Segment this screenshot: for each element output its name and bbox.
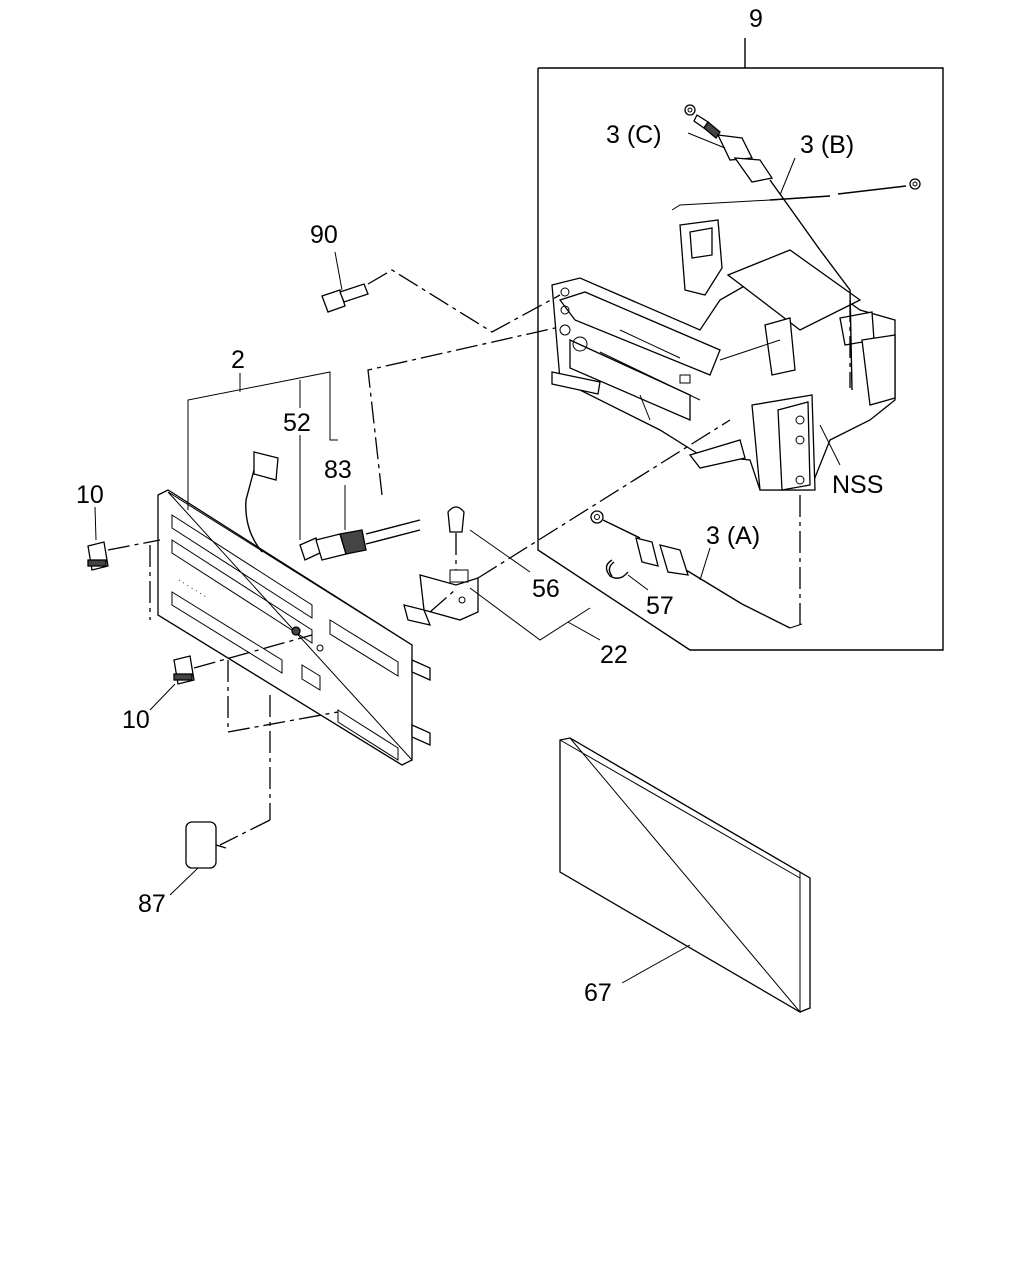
cable-3c-3b [671,104,921,391]
callout-10-lower: 10 [122,706,150,734]
callout-3b: 3 (B) [800,131,854,159]
knob-10-upper [87,541,109,571]
callout-10-upper: 10 [76,481,104,509]
bolt-90 [321,283,369,313]
cable-3a [590,510,803,629]
callout-90: 90 [310,221,338,249]
callout-83: 83 [324,456,352,484]
lamp-52-harness-83 [245,451,421,561]
callout-67: 67 [584,979,612,1007]
callout-57: 57 [646,592,674,620]
panel-67 [559,737,811,1014]
control-mechanism [551,219,896,491]
callout-87: 87 [138,890,166,918]
assembly-9-box [537,38,944,651]
callout-3a: 3 (A) [706,522,760,550]
bulb-56 [447,506,465,533]
callout-22: 22 [600,641,628,669]
callout-nss: NSS [832,471,883,499]
callout-56: 56 [532,575,560,603]
switch-22 [403,569,479,626]
callout-3c: 3 (C) [606,121,662,149]
assembly-centerlines [107,269,851,846]
leader-lines [94,132,841,984]
knob-10-lower [173,655,195,685]
callout-52: 52 [283,409,311,437]
callout-9: 9 [749,5,763,33]
control-panel-2: . . . . . . . [157,489,431,766]
cap-87 [185,821,227,869]
callout-labels: 9 3 (C) 3 (B) 90 2 52 83 10 NSS 3 (A) 56… [76,5,883,1007]
clip-57 [608,561,615,577]
callout-2: 2 [231,346,245,374]
